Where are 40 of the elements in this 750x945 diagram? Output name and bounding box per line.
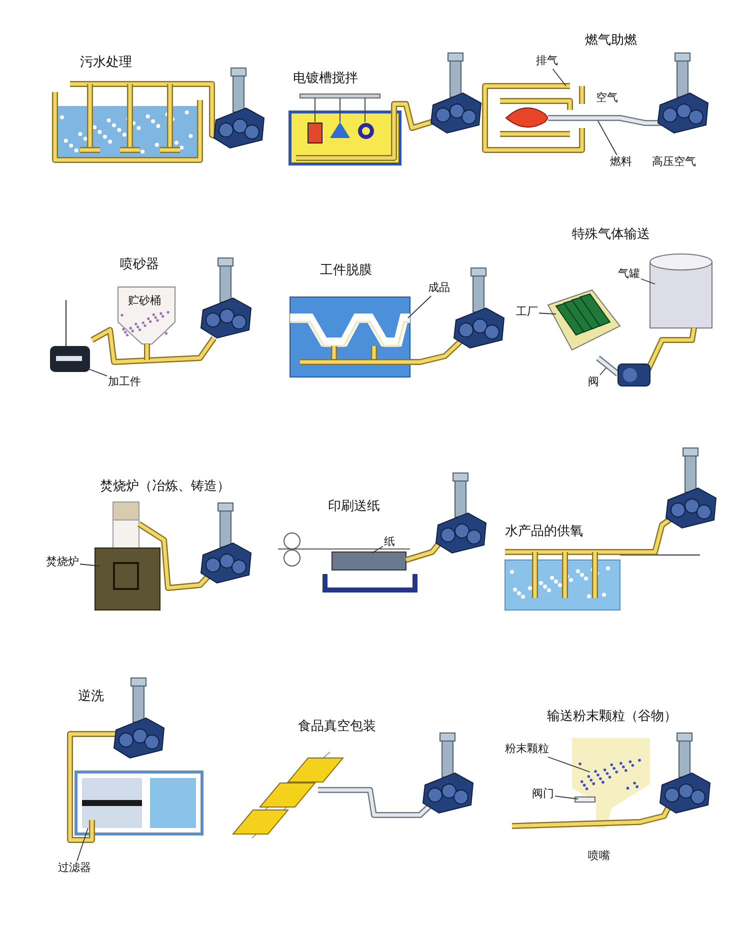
panel-title: 工件脱膜 [320, 264, 372, 279]
part-label: 过滤器 [58, 862, 91, 875]
part-label: 阀门 [532, 788, 554, 801]
leader-line [554, 796, 578, 800]
leader-line [598, 120, 618, 156]
part-label: 阀 [588, 376, 599, 389]
part-label: 成品 [428, 282, 450, 295]
panel-title: 焚烧炉（冶炼、铸造） [100, 480, 230, 495]
leader-line [548, 756, 590, 772]
panel-title: 输送粉末颗粒（谷物） [547, 710, 677, 725]
panel-title: 喷砂器 [120, 258, 159, 273]
panel-title: 污水处理 [80, 56, 132, 71]
part-label: 加工件 [108, 376, 141, 389]
part-label: 粉末颗粒 [505, 743, 549, 756]
part-label: 排气 [536, 55, 558, 68]
leader-line [538, 312, 556, 314]
part-label: 纸 [384, 536, 395, 549]
part-label: 燃料 [610, 156, 632, 169]
part-label: 工厂 [516, 306, 538, 319]
panel-title: 水产品的供氧 [505, 525, 583, 540]
panel-title: 燃气助燃 [585, 34, 637, 49]
leader-line [552, 68, 566, 86]
leader-line [80, 564, 100, 566]
leader-line [86, 368, 108, 376]
leader-line [408, 296, 432, 318]
panel-title: 电镀槽搅拌 [293, 72, 358, 87]
part-label: 空气 [596, 92, 618, 105]
part-label: 贮砂桶 [128, 295, 161, 308]
part-label: 气罐 [618, 268, 640, 281]
part-label: 焚烧炉 [46, 556, 79, 569]
panel-title: 特殊气体输送 [572, 228, 650, 243]
panel-title: 食品真空包装 [298, 720, 376, 735]
leader-line [600, 368, 606, 376]
leader-line [372, 546, 384, 554]
part-label: 高压空气 [652, 156, 696, 169]
leader-line [640, 278, 656, 284]
leader-line [76, 828, 88, 862]
part-label: 喷嘴 [588, 850, 610, 863]
panel-title: 印刷送纸 [328, 500, 380, 515]
panel-title: 逆洗 [78, 690, 104, 705]
